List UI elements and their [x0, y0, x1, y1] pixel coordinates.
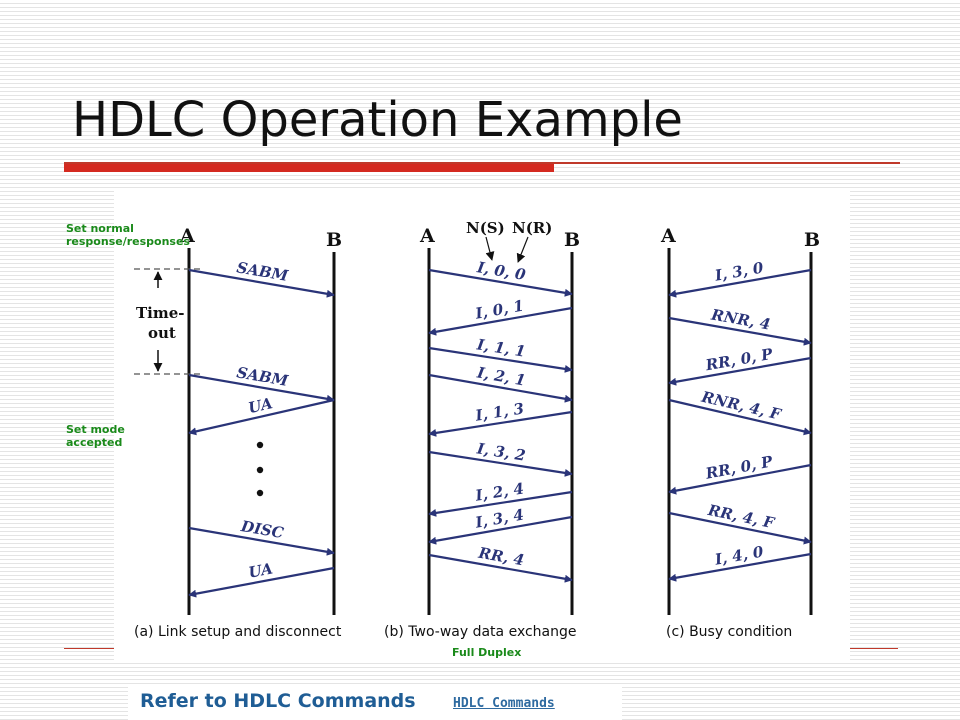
- message-arrow: [428, 306, 573, 336]
- title-underline-thick: [64, 164, 554, 172]
- message-arrow: [428, 490, 573, 517]
- message-label: SABM: [235, 363, 289, 390]
- panel-a-dots: [256, 441, 264, 497]
- note-set-normal: Set normal response/responses: [66, 222, 190, 248]
- message-arrow: [428, 450, 573, 477]
- panel-a-caption: (a) Link setup and disconnect: [134, 624, 342, 640]
- message-label: I, 3, 0: [713, 258, 766, 284]
- panel-c-caption: (c) Busy condition: [666, 624, 792, 640]
- message-arrow: [668, 463, 812, 495]
- message-arrow: [188, 268, 335, 298]
- message-arrow: [668, 511, 812, 545]
- message-arrow: [668, 316, 812, 346]
- panel-a-station-a: A: [179, 225, 195, 247]
- note-full-duplex: Full Duplex: [452, 646, 522, 659]
- reference-box: [128, 686, 622, 720]
- nr-label: N(R): [512, 219, 552, 237]
- panel-c-station-a: A: [660, 225, 676, 247]
- message-label: UA: [247, 560, 274, 582]
- slide-title: HDLC Operation Example: [72, 92, 683, 148]
- hdlc-commands-link[interactable]: HDLC Commands: [453, 696, 555, 711]
- message-arrow: [188, 398, 335, 436]
- panel-a-station-b: B: [326, 229, 342, 251]
- message-label: I, 3, 4: [473, 506, 525, 532]
- message-arrow: [188, 566, 335, 598]
- timeout-label: Time-: [136, 304, 185, 322]
- reference-text: Refer to HDLC Commands: [140, 690, 416, 712]
- message-arrow: [188, 526, 335, 556]
- message-arrow: [668, 268, 812, 298]
- message-arrow: [668, 398, 812, 436]
- message-arrow: [668, 356, 812, 386]
- message-label: I, 0, 1: [473, 297, 525, 323]
- message-label: I, 2, 1: [475, 363, 527, 389]
- nr-pointer: [516, 236, 529, 263]
- message-label: SABM: [235, 258, 289, 285]
- panel-b-caption: (b) Two-way data exchange: [384, 624, 577, 640]
- message-arrow: [428, 373, 573, 403]
- timeout-label-2: out: [148, 324, 176, 342]
- message-label: I, 0, 0: [475, 258, 528, 284]
- title-underline-thin: [64, 162, 900, 164]
- message-arrow: [428, 346, 573, 373]
- message-arrow: [428, 515, 573, 545]
- message-label: I, 4, 0: [713, 542, 766, 568]
- message-arrow: [428, 268, 573, 297]
- panel-b-station-a: A: [419, 225, 435, 247]
- panel-b-station-b: B: [564, 229, 580, 251]
- message-label: RNR, 4: [709, 305, 772, 333]
- message-label: RNR, 4, F: [699, 388, 784, 424]
- note-set-mode: Set mode accepted: [66, 423, 125, 449]
- ns-pointer: [485, 236, 495, 261]
- message-arrow: [188, 373, 335, 403]
- message-arrow: [668, 552, 812, 582]
- message-label: UA: [247, 394, 275, 417]
- panel-b: A B N(S) N(R) I, 0, 0I, 0, 1I, 1, 1I, 2,…: [384, 219, 580, 640]
- message-arrow: [428, 410, 573, 437]
- panel-c-station-b: B: [804, 229, 820, 251]
- message-arrow: [428, 553, 573, 583]
- ns-label: N(S): [466, 219, 505, 237]
